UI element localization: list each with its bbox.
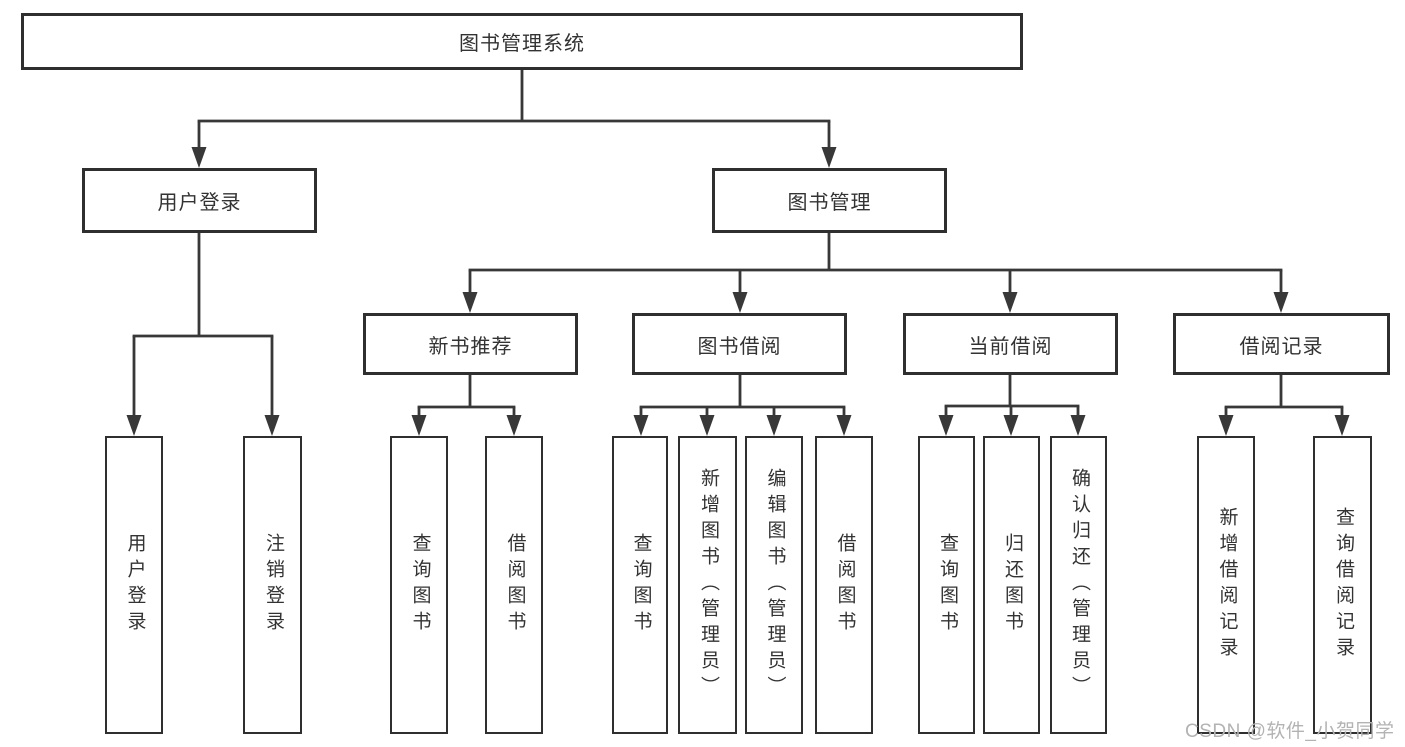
arrowhead-icon [462,292,478,313]
node-leaf-bb-query: 查询图书 [612,436,668,734]
node-label: 新增借阅记录 [1216,507,1238,663]
arrowhead-icon [699,415,715,436]
node-label: 图书管理系统 [459,33,585,55]
node-label: 归还图书 [1001,533,1023,637]
node-label: 借阅记录 [1239,335,1324,358]
node-leaf-br-query: 查询借阅记录 [1313,436,1372,734]
node-current-borrow: 当前借阅 [903,313,1118,375]
arrowhead-icon [938,415,954,436]
arrowhead-icon [732,292,748,313]
arrowhead-icon [264,415,280,436]
arrowhead-icon [126,415,142,436]
node-label: 用户登录 [124,533,146,637]
node-leaf-nbr-query: 查询图书 [390,436,448,734]
node-leaf-logout: 注销登录 [243,436,302,734]
node-label: 编辑图书（管理员） [764,468,786,702]
arrowhead-icon [821,147,837,168]
node-label: 查询图书 [630,533,652,637]
node-label: 注销登录 [262,533,284,637]
node-label: 用户登录 [157,192,242,214]
arrowhead-icon [1273,292,1289,313]
node-leaf-br-add: 新增借阅记录 [1197,436,1255,734]
node-borrow-records: 借阅记录 [1173,313,1390,375]
node-leaf-bb-borrow: 借阅图书 [815,436,873,734]
node-label: 借阅图书 [834,533,856,637]
node-leaf-user-login: 用户登录 [105,436,163,734]
node-leaf-bb-edit: 编辑图书（管理员） [745,436,803,734]
node-label: 查询图书 [936,533,958,637]
node-new-book-rec: 新书推荐 [363,313,578,375]
node-leaf-cb-return: 归还图书 [983,436,1040,734]
node-book-borrow: 图书借阅 [632,313,847,375]
arrowhead-icon [506,415,522,436]
arrowhead-icon [1334,415,1350,436]
node-leaf-cb-confirm: 确认归还（管理员） [1050,436,1107,734]
node-label: 查询借阅记录 [1332,507,1354,663]
arrowhead-icon [836,415,852,436]
arrowhead-icon [633,415,649,436]
node-label: 当前借阅 [968,335,1053,358]
node-label: 查询图书 [409,533,431,637]
node-root: 图书管理系统 [21,13,1023,70]
node-label: 图书管理 [787,192,872,214]
node-leaf-cb-query: 查询图书 [918,436,975,734]
arrowhead-icon [1070,415,1086,436]
node-leaf-bb-add: 新增图书（管理员） [678,436,737,734]
node-label: 新增图书（管理员） [697,468,719,702]
arrowhead-icon [1002,292,1018,313]
arrowhead-icon [1218,415,1234,436]
csdn-watermark: CSDN @软件_小贺同学 [1185,721,1395,742]
node-label: 借阅图书 [504,533,526,637]
arrowhead-icon [766,415,782,436]
node-user-login-group: 用户登录 [82,168,317,233]
arrowhead-icon [191,147,207,168]
node-book-mgmt: 图书管理 [712,168,947,233]
arrowhead-icon [411,415,427,436]
node-leaf-nbr-borrow: 借阅图书 [485,436,543,734]
arrowhead-icon [1003,415,1019,436]
node-label: 确认归还（管理员） [1068,468,1090,702]
node-label: 新书推荐 [428,335,513,358]
node-label: 图书借阅 [697,335,782,358]
